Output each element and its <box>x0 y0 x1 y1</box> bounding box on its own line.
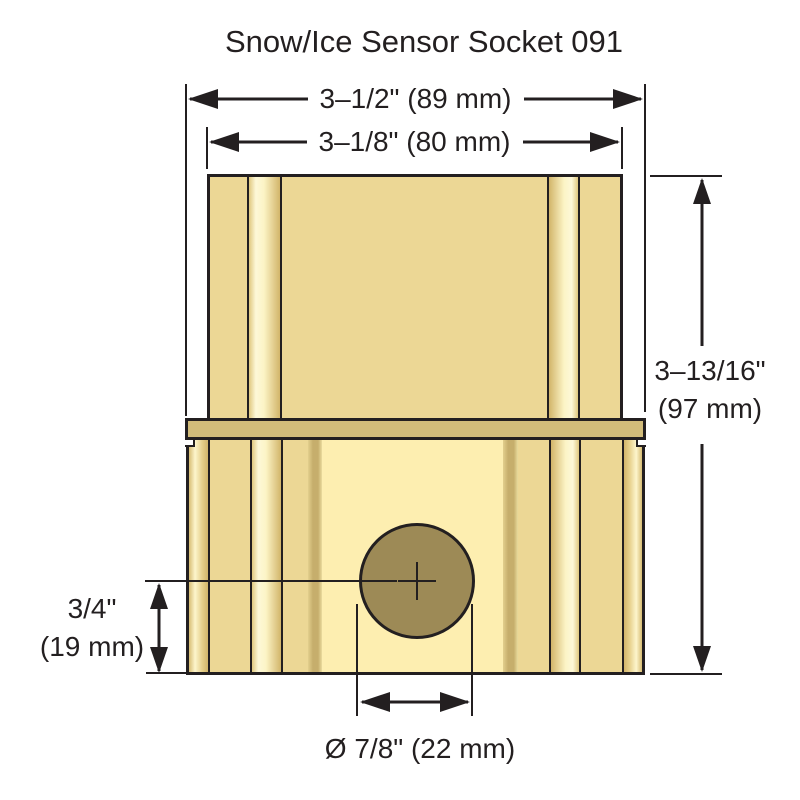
body-shadow-band <box>308 440 322 672</box>
hole-offset-inches: 3/4" <box>67 593 117 624</box>
body-stripe <box>189 440 208 672</box>
hole-centerline <box>145 580 397 582</box>
tick-height-bottom <box>650 673 722 675</box>
body-groove-line <box>280 177 282 420</box>
body-width-label: 3–1/8" (80 mm) <box>306 126 523 158</box>
dimension-line <box>157 585 161 671</box>
tick-hole-offset-bottom <box>146 672 188 674</box>
body-stripe <box>252 440 281 672</box>
tick-height-top <box>650 175 722 177</box>
socket-upper-body <box>207 174 623 420</box>
flange-notch-right <box>636 440 646 447</box>
height-inches: 3–13/16" <box>654 355 766 386</box>
body-stripe <box>624 440 642 672</box>
arrow-right-icon <box>613 89 643 109</box>
body-groove-line <box>622 440 624 672</box>
dimension-hole-offset <box>149 583 169 673</box>
body-panel <box>210 440 250 672</box>
arrow-left-icon <box>360 692 390 712</box>
body-groove-line <box>208 440 210 672</box>
body-groove-line <box>281 440 283 672</box>
dimension-line <box>700 180 704 346</box>
arrow-up-icon <box>150 583 168 609</box>
dimension-body-width: 3–1/8" (80 mm) <box>209 126 620 158</box>
body-stripe <box>549 177 578 420</box>
dimension-height-upper-segment <box>692 178 712 348</box>
body-groove-line <box>579 440 581 672</box>
body-groove-line <box>547 177 549 420</box>
body-panel <box>283 440 308 672</box>
arrow-left-icon <box>188 89 218 109</box>
extension-line-hole-left <box>356 604 358 716</box>
socket-flange <box>185 418 646 440</box>
arrow-down-icon <box>150 647 168 673</box>
extension-line-inner-left <box>206 127 208 169</box>
height-mm: (97 mm) <box>657 393 763 424</box>
extension-line-hole-right <box>471 604 473 716</box>
body-panel <box>518 440 549 672</box>
extension-line-inner-right <box>621 127 623 169</box>
body-stripe <box>551 440 579 672</box>
arrow-right-icon <box>440 692 470 712</box>
hole-offset-mm: (19 mm) <box>39 631 145 662</box>
flange-notch-left <box>185 440 195 447</box>
arrow-down-icon <box>693 646 711 672</box>
extension-line-outer-left <box>185 84 187 416</box>
arrow-up-icon <box>693 178 711 204</box>
body-groove-line <box>247 177 249 420</box>
body-panel <box>581 440 622 672</box>
arrow-right-icon <box>590 132 620 152</box>
outer-width-label: 3–1/2" (89 mm) <box>307 83 524 115</box>
body-stripe <box>249 177 280 420</box>
body-groove-line <box>250 440 252 672</box>
hole-diameter-label: Ø 7/8" (22 mm) <box>300 730 540 768</box>
body-shadow-band <box>503 440 518 672</box>
dimension-outer-width: 3–1/2" (89 mm) <box>188 83 643 115</box>
extension-line-outer-right <box>644 84 646 412</box>
dimension-height-lower-segment <box>692 442 712 672</box>
body-groove-line <box>549 440 551 672</box>
dimension-line <box>700 444 704 670</box>
dimension-line <box>362 700 468 704</box>
height-label: 3–13/16" (97 mm) <box>650 352 770 428</box>
hole-diameter-text: Ø 7/8" (22 mm) <box>324 733 516 764</box>
dimension-hole-diameter <box>360 692 470 712</box>
body-groove-line <box>578 177 580 420</box>
hole-offset-label: 3/4" (19 mm) <box>33 590 151 666</box>
diagram-title: Snow/Ice Sensor Socket 091 <box>224 24 624 59</box>
crosshair-vertical-icon <box>416 562 418 600</box>
arrow-left-icon <box>209 132 239 152</box>
